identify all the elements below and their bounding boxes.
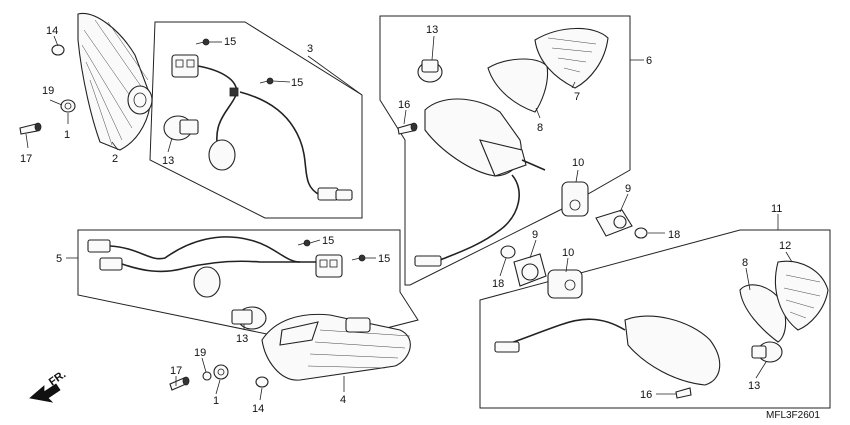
callout-13d: 13: [236, 333, 248, 345]
callout-15c: 15: [322, 235, 334, 247]
callout-3: 3: [307, 43, 313, 55]
collar-9-upper: [595, 209, 633, 237]
front-right-lens-housing: [261, 313, 411, 381]
callout-14b: 14: [252, 403, 264, 415]
callout-1b: 1: [213, 395, 219, 407]
leader-lines: [25, 35, 793, 401]
rubber-10-upper: [561, 181, 589, 217]
collar-9-lower: [513, 253, 547, 287]
screw-16-rear-right: [675, 387, 692, 399]
rubber-10-lower: [547, 269, 583, 299]
callout-19a: 19: [42, 85, 54, 97]
front-direction-arrow-icon: FR.: [29, 368, 68, 403]
callout-15d: 15: [378, 253, 390, 265]
grommet-19-bottom: [213, 364, 229, 380]
rear-right-lens-12: [774, 260, 829, 331]
callout-4: 4: [340, 394, 346, 406]
frame-rear-right-group: [479, 229, 831, 409]
callout-11: 11: [771, 203, 782, 215]
rear-right-bulb-13: [751, 341, 783, 363]
front-left-lens-housing: [77, 12, 153, 151]
callout-10a: 10: [572, 157, 584, 169]
callout-8a: 8: [537, 122, 543, 134]
front-left-bulb: [163, 115, 199, 141]
rear-left-bulb-13: [417, 59, 443, 83]
callout-19b: 19: [194, 347, 206, 359]
callout-15a: 15: [224, 36, 236, 48]
grommet-19-top: [60, 99, 76, 113]
rear-left-lens-7: [534, 27, 609, 89]
screw-16-rear-left: [397, 122, 418, 135]
callout-16b: 16: [640, 389, 652, 401]
screw-17-bottom: [169, 376, 190, 391]
washer-1-bottom: [202, 371, 212, 381]
callout-13c: 13: [748, 380, 760, 392]
callout-17a: 17: [20, 153, 32, 165]
callout-18a: 18: [668, 229, 680, 241]
direction-label: FR.: [47, 368, 68, 388]
frame-wiring-front-right: [77, 229, 419, 346]
callout-8b: 8: [742, 257, 748, 269]
callout-9b: 9: [532, 229, 538, 241]
screw-14-top: [51, 44, 65, 56]
callout-1a: 1: [64, 129, 70, 141]
callout-12: 12: [779, 240, 791, 252]
screw-14-bottom: [255, 376, 269, 388]
callout-13a: 13: [162, 155, 174, 167]
front-left-socket-harness: [171, 54, 353, 201]
screws-15-lower: [297, 239, 366, 262]
front-right-bulb-13: [231, 306, 267, 330]
callout-10b: 10: [562, 247, 574, 259]
frame-rear-left-group: [379, 15, 631, 286]
frame-front-left-group: [149, 21, 363, 219]
callout-labels: 14 19 1 17 2 13 15 15 3 13 16 6 7 8 10 9…: [20, 24, 791, 415]
callout-17b: 17: [170, 365, 182, 377]
rear-left-housing: [414, 98, 546, 267]
callout-7: 7: [574, 91, 580, 103]
callout-16a: 16: [398, 99, 410, 111]
screw-17-top: [19, 122, 42, 135]
callout-6: 6: [646, 55, 652, 67]
diagram-code: MFL3F2601: [766, 410, 820, 421]
callout-14a: 14: [46, 25, 58, 37]
callout-9a: 9: [625, 183, 631, 195]
callout-5: 5: [56, 253, 62, 265]
callout-18b: 18: [492, 278, 504, 290]
rear-right-housing: [494, 315, 721, 386]
rear-left-gasket-8: [487, 58, 549, 113]
rear-right-gasket-8: [739, 284, 787, 343]
callout-2: 2: [112, 153, 118, 165]
nut-18-lower: [500, 245, 516, 259]
callout-13b: 13: [426, 24, 438, 36]
nut-18-upper: [634, 227, 648, 239]
callout-15b: 15: [291, 77, 303, 89]
front-right-wire-harness: [87, 236, 343, 298]
